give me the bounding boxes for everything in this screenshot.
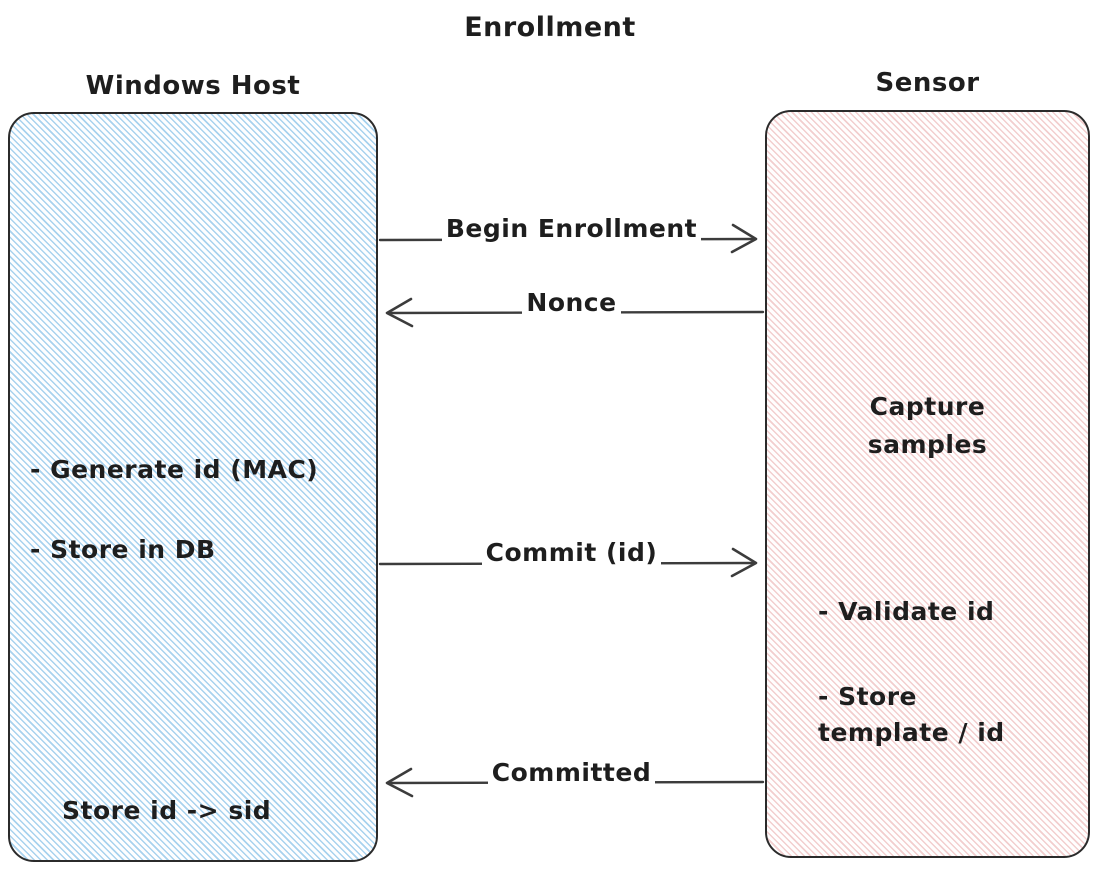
note-capture-samples: Capture samples bbox=[867, 392, 988, 459]
arrow-right-icon bbox=[378, 547, 758, 578]
lane-title-windows-host: Windows Host bbox=[85, 71, 301, 101]
note-store-in-db: - Store in DB bbox=[30, 535, 216, 564]
lane-box-sensor bbox=[765, 110, 1090, 858]
page-title: Enrollment bbox=[464, 12, 636, 43]
message-commit-id: Commit (id) bbox=[378, 538, 765, 598]
note-generate-id: - Generate id (MAC) bbox=[30, 455, 319, 484]
lane-title-sensor: Sensor bbox=[875, 68, 980, 98]
note-store-id-to-sid: Store id -> sid bbox=[62, 796, 272, 825]
message-committed: Committed bbox=[378, 758, 765, 818]
arrow-left-icon bbox=[385, 297, 765, 328]
message-nonce: Nonce bbox=[378, 288, 765, 348]
lane-box-windows-host bbox=[8, 112, 378, 862]
arrow-right-icon bbox=[378, 223, 758, 254]
note-store-template-id: - Store template / id bbox=[818, 682, 1005, 748]
arrow-left-icon bbox=[385, 767, 765, 798]
message-begin-enrollment: Begin Enrollment bbox=[378, 214, 765, 274]
note-validate-id: - Validate id bbox=[818, 597, 995, 626]
